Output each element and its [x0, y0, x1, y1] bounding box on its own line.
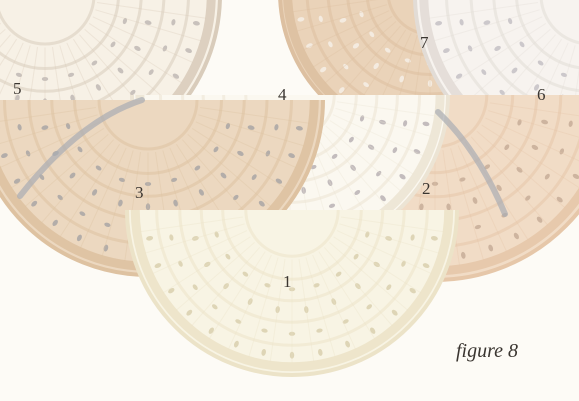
piece-label-5: 5	[13, 80, 22, 97]
piece-1	[127, 210, 457, 375]
piece-label-6: 6	[537, 86, 546, 103]
piece-label-7: 7	[420, 34, 429, 51]
piece-label-4: 4	[278, 86, 287, 103]
piece-label-3: 3	[135, 184, 144, 201]
piece-label-1: 1	[283, 273, 292, 290]
figure-caption: figure 8	[456, 340, 518, 363]
piece-label-2: 2	[422, 180, 431, 197]
